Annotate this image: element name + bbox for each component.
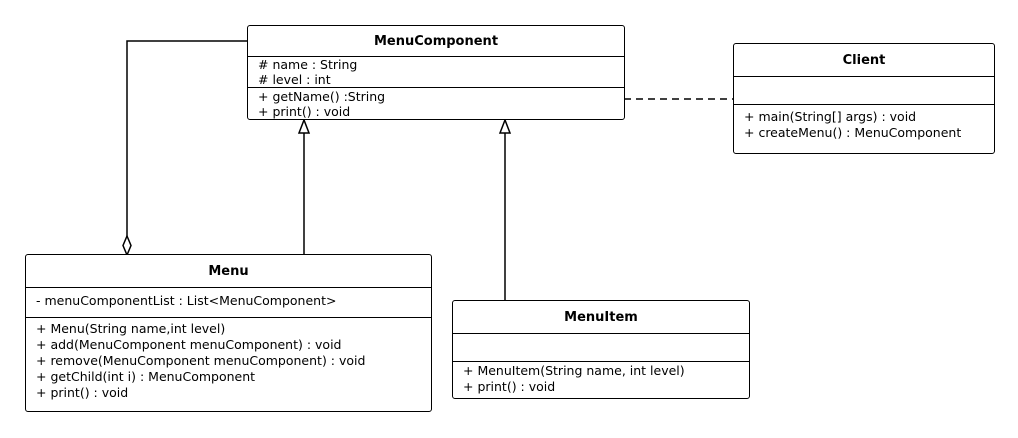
class-menu-item[interactable]: MenuItem + MenuItem(String name, int lev…	[452, 300, 750, 399]
class-name: Menu	[26, 255, 431, 288]
class-menu[interactable]: Menu - menuComponentList : List<MenuComp…	[25, 254, 432, 412]
generalization-arrowhead-menuitem	[498, 117, 512, 134]
operation: + remove(MenuComponent menuComponent) : …	[36, 353, 366, 368]
attribute: # level : int	[258, 72, 331, 87]
operation: + print() : void	[463, 379, 556, 394]
attributes-section: # name : String # level : int	[248, 57, 624, 88]
operations-section: + Menu(String name,int level) + add(Menu…	[26, 318, 431, 403]
attributes-section: - menuComponentList : List<MenuComponent…	[26, 288, 431, 318]
operation: + Menu(String name,int level)	[36, 321, 226, 336]
class-menu-component[interactable]: MenuComponent # name : String # level : …	[247, 25, 625, 120]
class-name: MenuComponent	[248, 26, 624, 57]
attributes-section	[453, 334, 749, 362]
attributes-section	[734, 77, 994, 105]
aggregation-diamond	[122, 234, 132, 257]
operations-section: + getName() :String + print() : void	[248, 88, 624, 119]
class-client[interactable]: Client + main(String[] args) : void + cr…	[733, 43, 995, 154]
operation: + MenuItem(String name, int level)	[463, 363, 685, 378]
operation: + print() : void	[36, 385, 129, 400]
operation: + getName() :String	[258, 89, 386, 104]
operation: + add(MenuComponent menuComponent) : voi…	[36, 337, 342, 352]
operations-section: + main(String[] args) : void + createMen…	[734, 105, 994, 143]
generalization-arrowhead-menu	[297, 117, 311, 134]
operation: + createMenu() : MenuComponent	[744, 125, 962, 140]
class-name: MenuItem	[453, 301, 749, 334]
operations-section: + MenuItem(String name, int level) + pri…	[453, 362, 749, 397]
class-name: Client	[734, 44, 994, 77]
operation: + getChild(int i) : MenuComponent	[36, 369, 256, 384]
attribute: # name : String	[258, 57, 358, 72]
operation: + main(String[] args) : void	[744, 109, 917, 124]
aggregation-line	[126, 40, 247, 237]
operation: + print() : void	[258, 104, 351, 119]
attribute: - menuComponentList : List<MenuComponent…	[36, 293, 337, 308]
